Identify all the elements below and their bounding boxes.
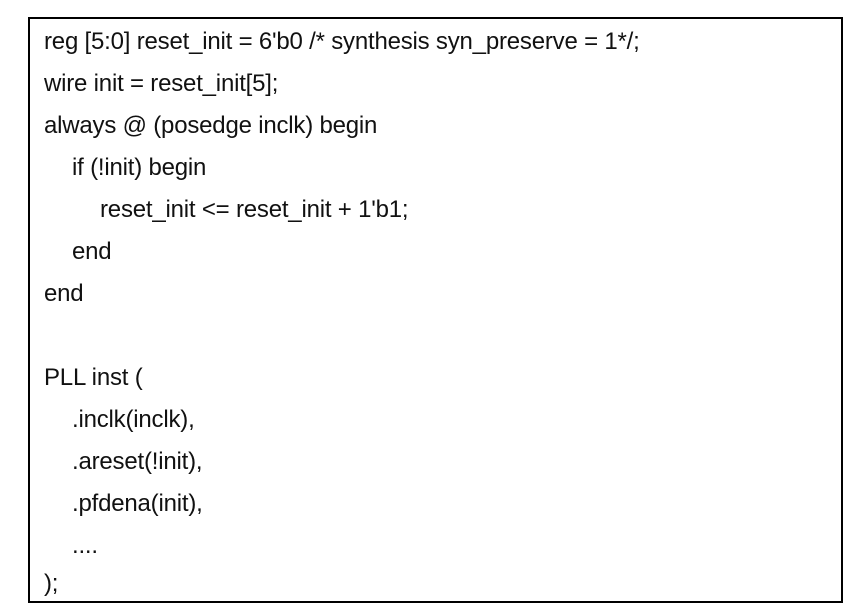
code-line-9: PLL inst ( <box>44 364 143 391</box>
code-line-5: reset_init <= reset_init + 1'b1; <box>100 196 409 223</box>
code-line-11: .areset(!init), <box>72 448 203 475</box>
code-line-4: if (!init) begin <box>72 154 207 181</box>
code-line-2: wire init = reset_init[5]; <box>44 70 279 97</box>
code-line-10: .inclk(inclk), <box>72 406 195 433</box>
code-line-14: ); <box>44 570 59 597</box>
code-line-13: .... <box>72 532 98 559</box>
code-line-6: end <box>72 238 112 265</box>
code-line-1: reg [5:0] reset_init = 6'b0 /* synthesis… <box>44 28 640 55</box>
code-block-frame: reg [5:0] reset_init = 6'b0 /* synthesis… <box>28 17 843 603</box>
code-line-3: always @ (posedge inclk) begin <box>44 112 378 139</box>
code-line-7: end <box>44 280 84 307</box>
code-line-12: .pfdena(init), <box>72 490 203 517</box>
